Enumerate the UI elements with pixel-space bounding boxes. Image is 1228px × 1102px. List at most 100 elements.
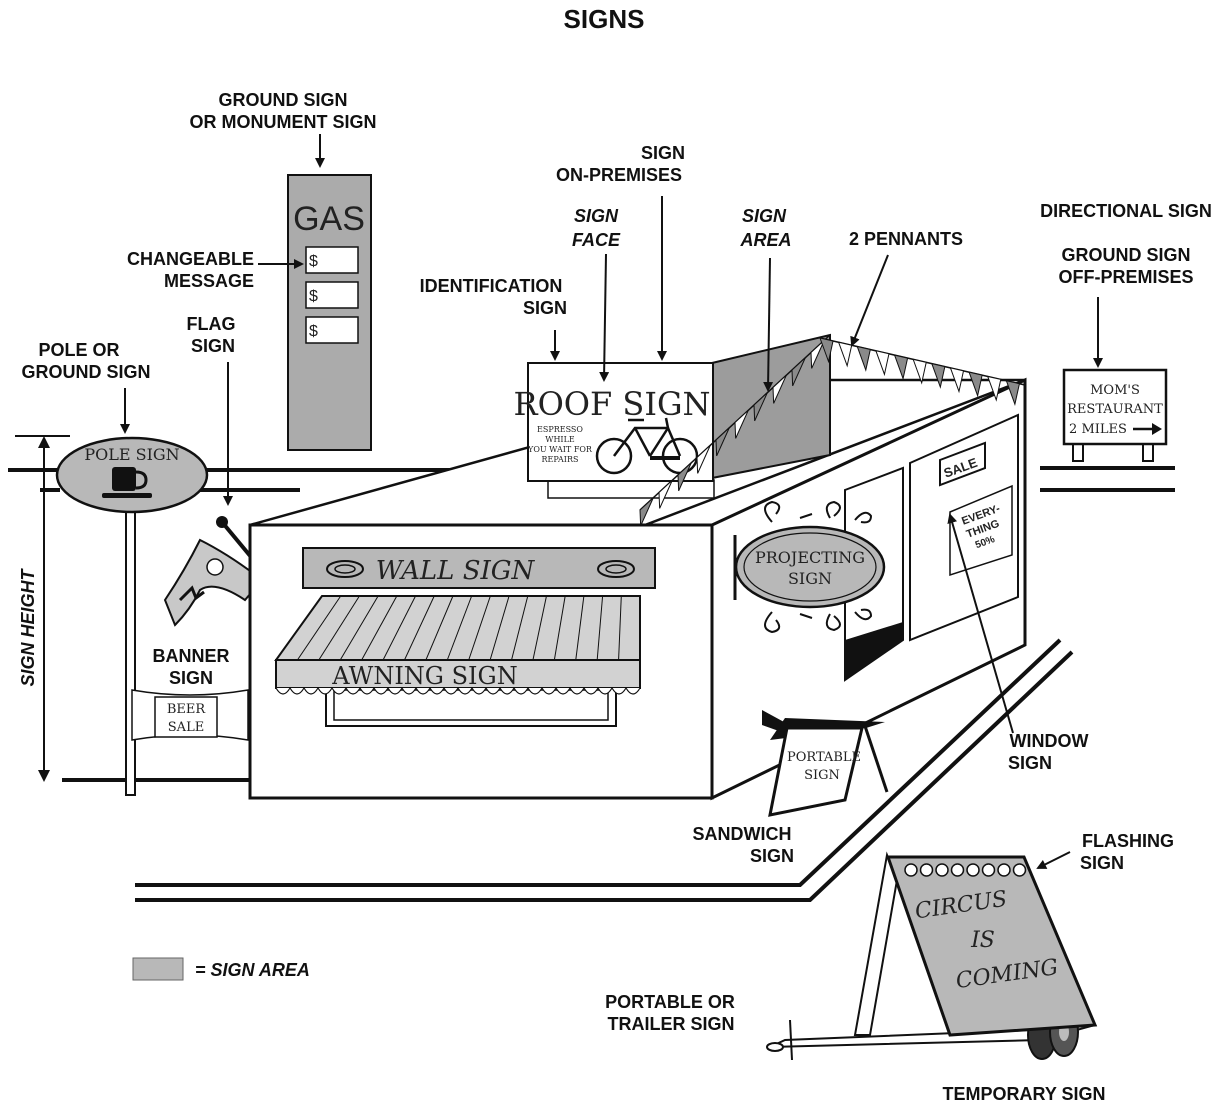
ground-off-label-2: OFF-PREMISES [1058,267,1193,287]
pennant-flag [1005,380,1021,407]
awning-scallop [429,687,445,695]
arrow-right-icon [1133,423,1162,435]
wall-sign-text: WALL SIGN [376,556,536,586]
dollar-2: $ [309,288,318,305]
light-bulb-icon [935,863,949,877]
callout-arrows [120,134,1103,869]
changeable-label-1: CHANGEABLE [127,249,254,269]
flag-label-1: FLAG [187,314,236,334]
ground-sign-label-2: OR MONUMENT SIGN [190,112,377,132]
awning-scallop [555,687,571,695]
awning-scallop [513,687,529,695]
pennant-flag [791,357,806,387]
roof-sign-text: ROOF SIGN [513,385,710,423]
awning-scallop [317,687,333,695]
awning-stripes [275,595,641,661]
pennant-flag [772,374,787,404]
roof-sign: ROOF SIGN ESPRESSO WHILE YOU WAIT FOR RE… [513,333,831,499]
pennants [639,334,1026,527]
awning-scallop [471,687,487,695]
light-bulb-icon [966,863,980,877]
awning-stripe [575,595,585,661]
banner-sign: BEER SALE [131,689,249,741]
projecting-sign: PROJECTING SIGN [733,500,886,634]
awning-stripe [296,595,342,661]
sign-face-label-2: FACE [572,230,621,250]
flag-label-2: SIGN [191,336,235,356]
dollar-1: $ [309,253,318,270]
labels: GROUND SIGN OR MONUMENT SIGN SIGN ON-PRE… [21,90,1211,1102]
pennant-flag [753,392,768,422]
awning-scallop [541,687,557,695]
awning-scallop [597,687,613,695]
awning-scallop [457,687,473,695]
moms-line-3: 2 MILES [1069,422,1127,437]
portable-label-2: TRAILER SIGN [607,1014,734,1034]
pennant-flag [696,444,711,474]
circus-line-2: IS [970,928,995,953]
portable-label-1: PORTABLE OR [605,992,735,1012]
light-bulb-icon [919,863,934,877]
sandwich-sign: PORTABLE SIGN [762,710,889,817]
awning-stripe [511,595,529,661]
identification-label-2: SIGN [523,298,567,318]
sign-height-label: SIGN HEIGHT [18,567,38,686]
window-sign: SALE EVERY- THING 50% [939,441,1013,577]
pole-sign-text: POLE SIGN [84,445,179,464]
pennant-flag [715,427,730,457]
window-label-2: SIGN [1008,753,1052,773]
awning-scallop [359,687,375,695]
awning-stripe [618,595,622,661]
light-bulb-icon [950,863,965,877]
awning-stripe [596,595,604,661]
pennant-flag [677,462,692,492]
on-premises-label-2: ON-PREMISES [556,165,682,185]
pole-label-1: POLE OR [38,340,119,360]
dollar-3: $ [309,323,318,340]
awning-scallop [583,687,599,695]
trailer-sign: CIRCUS IS COMING [766,851,1098,1061]
espresso-line-2: WHILE [545,435,575,444]
pennant-flag [856,345,871,372]
legend-text: = SIGN AREA [195,960,310,980]
espresso-line-3: YOU WAIT FOR [527,445,593,454]
sandwich-label-2: SIGN [750,846,794,866]
pennant-flag [949,367,965,394]
awning-stripe [339,595,379,661]
awning-scallops [275,687,641,695]
awning-scallop [443,687,459,695]
awning-stripe [489,595,510,661]
pennant-flag [639,497,654,527]
awning-scallop [275,687,291,695]
pole-label-2: GROUND SIGN [21,362,150,382]
awning-scallop [415,687,431,695]
coffee-cup-icon [102,467,152,498]
light-bulb-icon [997,863,1011,877]
awning-stripe [361,595,398,661]
espresso-line-4: REPAIRS [542,455,579,464]
pennant-flag [912,358,927,385]
sign-height-dimension: SIGN HEIGHT [15,435,70,782]
awning-scallop [527,687,543,695]
temporary-label: TEMPORARY SIGN [942,1084,1105,1102]
pennant-flag [931,362,946,389]
awning-scallop [345,687,361,695]
sale-text: SALE [168,720,204,735]
directional-label: DIRECTIONAL SIGN [1040,201,1212,221]
pennant-flag [819,337,834,364]
pennant-flag [893,354,909,381]
directional-sign: MOM'S RESTAURANT 2 MILES [1062,368,1168,462]
sign-area-label-1: SIGN [742,206,787,226]
light-bulb-icon [981,863,996,877]
beer-text: BEER [167,702,207,717]
awning-stripe [446,595,473,661]
light-bulb-icon [1012,863,1027,877]
portable-sign-line-1: PORTABLE [787,750,861,765]
pennant-flag [837,341,853,368]
awning-scallop [625,687,641,695]
awning-stripe [382,595,416,661]
on-premises-label-1: SIGN [641,143,685,163]
projecting-line-1: PROJECTING [755,548,865,567]
